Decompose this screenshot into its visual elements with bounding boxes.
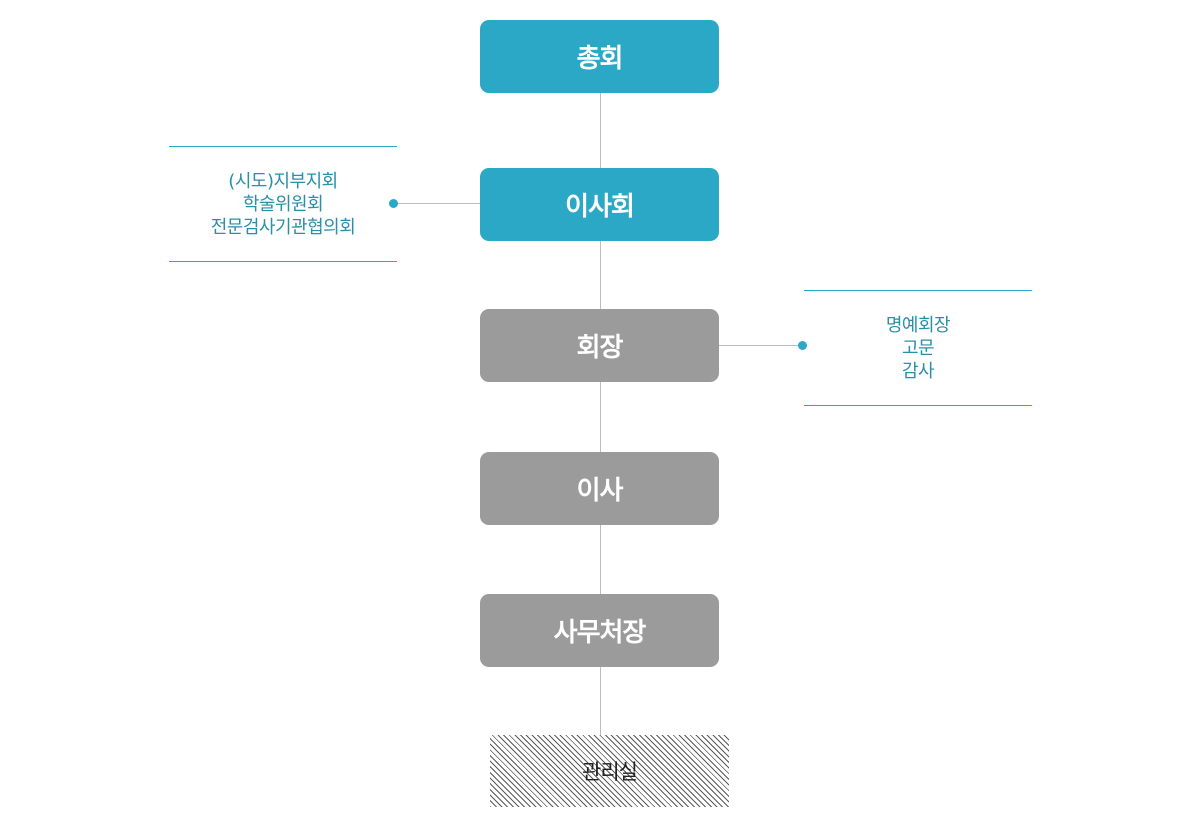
node-chairman: 회장 <box>480 309 719 382</box>
chairman-side-item: 고문 <box>901 337 935 359</box>
board-branch-line <box>393 203 480 204</box>
node-management-office: 관리실 <box>490 735 729 807</box>
chairman-side-item: 감사 <box>901 360 935 382</box>
node-general-assembly: 총회 <box>480 20 719 93</box>
board-side-item: 전문검사기관협의회 <box>210 216 356 238</box>
chairman-branch-line <box>719 345 803 346</box>
node-general-assembly-label: 총회 <box>576 44 624 74</box>
node-board-label: 이사회 <box>565 192 635 222</box>
node-management-office-label: 관리실 <box>582 760 638 784</box>
board-side-box: (시도)지부지회 학술위원회 전문검사기관협의회 <box>169 146 397 262</box>
chairman-branch-dot <box>798 341 807 350</box>
board-side-item: 학술위원회 <box>242 193 324 215</box>
board-side-item: (시도)지부지회 <box>228 170 338 192</box>
node-director: 이사 <box>480 452 719 525</box>
main-connector-line <box>600 93 601 735</box>
node-board: 이사회 <box>480 168 719 241</box>
node-secretary-general-label: 사무처장 <box>553 618 647 648</box>
board-branch-dot <box>389 199 398 208</box>
chairman-side-box: 명예회장 고문 감사 <box>804 290 1032 406</box>
chairman-side-item: 명예회장 <box>885 314 951 336</box>
node-secretary-general: 사무처장 <box>480 594 719 667</box>
node-director-label: 이사 <box>576 476 624 506</box>
node-chairman-label: 회장 <box>576 333 624 363</box>
